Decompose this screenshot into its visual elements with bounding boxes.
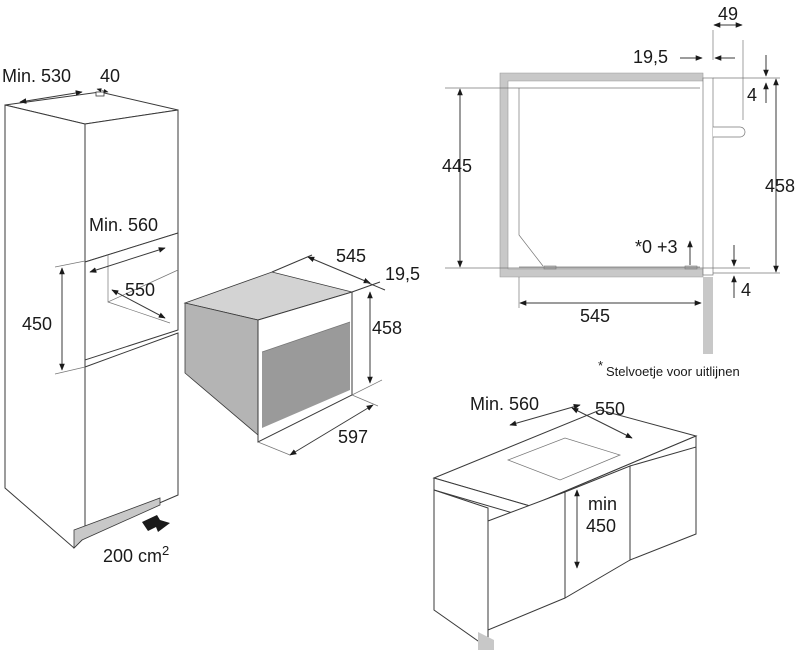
niche-height-label: 450 — [22, 314, 52, 334]
worktop-cutout — [507, 437, 622, 481]
base-depth-label: 550 — [595, 399, 625, 419]
base-cabinet: Min. 560 550 min 450 — [432, 394, 698, 650]
side-section: 19,5 49 4 445 458 *0 +3 4 545 * Stelvoet… — [442, 4, 795, 379]
gap-top-label: 4 — [747, 85, 757, 105]
outer-height-label: 458 — [765, 176, 795, 196]
base-height-label-1: min — [588, 494, 617, 514]
section-depth-label: 545 — [580, 306, 610, 326]
oven-side — [184, 302, 259, 436]
right-base-door — [629, 446, 697, 561]
niche-frame — [499, 72, 704, 278]
left-base-door — [487, 491, 566, 631]
section-front-label: 19,5 — [633, 47, 668, 67]
cabinet-front-panel — [703, 277, 713, 354]
oven-height-label: 458 — [372, 318, 402, 338]
footnote-text: Stelvoetje voor uitlijnen — [606, 364, 740, 379]
gap-bottom-label: 4 — [741, 280, 751, 300]
oven-door-section — [702, 77, 714, 276]
section-49-label: 49 — [718, 4, 738, 24]
oven-depth-label: 545 — [336, 246, 366, 266]
oven-door-window — [262, 322, 350, 428]
base-width-label: Min. 560 — [470, 394, 539, 414]
plinth-vent — [73, 497, 161, 549]
niche-width-label: Min. 560 — [89, 215, 158, 235]
inner-height-label: 445 — [442, 156, 472, 176]
base-side — [433, 489, 489, 649]
min-530-label: Min. 530 — [2, 66, 71, 86]
niche-depth-label: 550 — [125, 280, 155, 300]
vent-40-label: 40 — [100, 66, 120, 86]
oven: 545 19,5 458 597 — [183, 246, 420, 456]
foot-label: *0 +3 — [635, 237, 678, 257]
airflow-arrow-icon — [142, 515, 170, 532]
tall-cabinet: Min. 530 40 Min. 560 550 450 200 cm2 — [2, 66, 179, 566]
oven-width-label: 597 — [338, 427, 368, 447]
base-oven-niche — [564, 465, 631, 599]
cabinet-lower-door — [84, 332, 179, 536]
vent-area-label: 200 cm2 — [103, 543, 169, 566]
footnote-mark: * — [598, 358, 603, 373]
oven-front-label: 19,5 — [385, 264, 420, 284]
door-handle — [713, 126, 746, 138]
base-height-label-2: 450 — [586, 516, 616, 536]
